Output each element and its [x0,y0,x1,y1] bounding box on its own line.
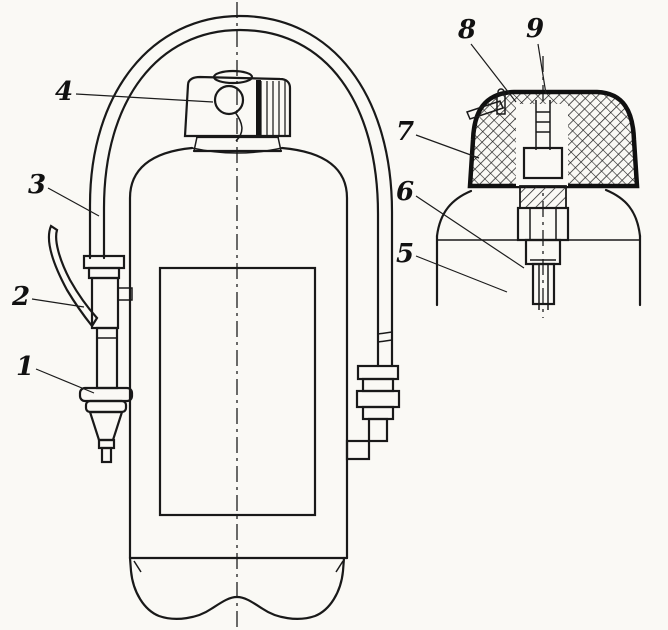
pin-tail [234,111,243,142]
seal-ring [213,84,245,116]
leader-4 [75,93,214,103]
head-detail-view [435,56,642,318]
leader-1 [35,368,95,394]
callout-2: 2 [11,282,30,312]
label-panel [158,266,317,517]
callout-4: 4 [55,77,73,107]
cap-lever-pin [465,88,506,120]
leader-6 [415,195,525,269]
callout-9: 9 [526,14,544,44]
lever-handle [47,224,99,328]
callout-8: 8 [457,15,476,45]
detail-shoulder [435,188,642,307]
siphon-tube [531,262,556,306]
hose-fitting [345,364,401,461]
tank-body [128,146,349,620]
leader-2 [31,298,85,308]
hose [88,14,394,368]
callouts: 1 2 3 4 5 6 7 8 9 [11,14,544,382]
detail-stem [516,185,570,310]
callout-5: 5 [396,239,414,269]
valve-nozzle-assembly [47,224,134,464]
nozzle-tip [100,446,113,464]
nozzle-cone [88,410,124,442]
extinguisher-main-view [47,2,401,628]
callout-3: 3 [28,170,46,200]
filler-opening [212,69,254,85]
leader-7 [415,134,480,159]
tank-base-skirt [128,556,346,620]
detail-cap [467,89,640,189]
release-lever [465,100,505,120]
safety-pin [496,93,506,115]
leader-8 [470,43,517,103]
leader-3 [47,187,100,217]
leader-lines [31,43,547,394]
leader-9 [537,43,547,95]
valve-body [522,146,564,180]
callout-7: 7 [396,117,414,147]
head-cap [183,69,292,142]
head-hatched-section [261,81,288,135]
tank-clamp [117,287,133,301]
leader-5 [415,255,508,293]
callout-1: 1 [16,352,34,382]
elbow-connector [345,439,371,461]
callout-6: 6 [396,177,414,207]
